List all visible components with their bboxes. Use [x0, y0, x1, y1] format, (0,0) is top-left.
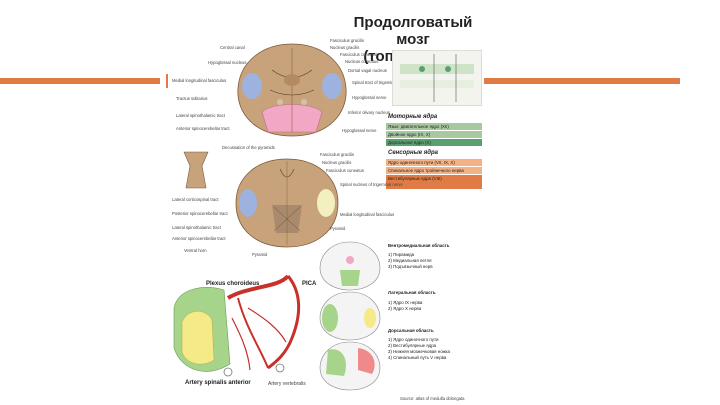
top-label-right-2: Nucleus gracilis — [330, 45, 360, 50]
panel-2-line-1: 1) Ядро IX нерва — [388, 300, 423, 305]
top-label-right-5: Dorsal vagal nucleus — [348, 68, 387, 73]
mid-label-right-1: Fasciculus gracilis — [320, 152, 354, 157]
mid-label-right-3: Fasciculus cuneatus — [326, 168, 364, 173]
mid-label-right-4: Spinal nucleus of trigeminal nerve — [340, 182, 403, 187]
mid-label-left-5: Ventral horn — [184, 248, 207, 253]
top-label-left-5: Lateral spinothalamic tract — [176, 113, 225, 118]
artery-label-spinalis: Artery spinalis anterior — [185, 380, 251, 386]
top-label-right-1: Fasciculus gracilis — [330, 38, 364, 43]
panel-2-heading: Латеральная область — [388, 290, 436, 295]
mid-label-right-2: Nucleus gracilis — [322, 160, 352, 165]
top-label-left-6: Anterior spinocerebellar tract — [176, 126, 230, 131]
legend-motor-title: Моторные ядра — [388, 114, 438, 120]
mid-label-left-1: Lateral corticospinal tract — [172, 197, 219, 202]
artery-diagram — [173, 274, 301, 377]
top-label-left-3: Medial longitudinal fasciculus — [172, 78, 227, 83]
page-title: Продолговатый мозг (топография) — [343, 14, 483, 65]
legend-motor-row-2: Двойное ядро (IX, X) — [386, 131, 482, 138]
legend-sensory-row-2: Спинальное ядро тройничного нерва — [386, 167, 482, 174]
title-line1: Продолговатый мозг — [353, 14, 473, 48]
mid-label-left-3: Lateral spinothalamic tract — [172, 225, 221, 230]
accent-bar-right — [480, 78, 680, 84]
top-label-right-3: Fasciculus cuneatus — [340, 52, 378, 57]
artery-label-pica: PICA — [302, 281, 317, 287]
top-label-right-4: Nucleus cuneatus — [345, 59, 379, 64]
top-label-right-6: Spinal tract of trigeminal nerve — [352, 80, 409, 85]
mini-section-2 — [319, 291, 381, 341]
artery-label-plexus: Plexus choroideus — [206, 281, 260, 287]
mid-label-left-2: Posterior spinocerebellar tract — [172, 211, 228, 216]
legend-sensory-row-3: Вестибулярные ядра (VIII) — [386, 175, 482, 189]
artery-label-vertebralis: Artery vertebralis — [268, 381, 306, 387]
top-label-bottom: Decussation of the pyramids — [222, 145, 275, 150]
mid-label-bottom: Pyramid — [252, 252, 268, 257]
panel-3-line-1: 1) Ядро одиночного пути — [388, 337, 439, 342]
footer-caption: Source: atlas of medulla oblongata — [400, 396, 465, 401]
panel-1-heading: Вентромедиальная область — [388, 243, 450, 248]
inset-diagram — [392, 50, 482, 106]
accent-bar-left — [0, 78, 160, 84]
panel-1-line-3: 3) Подъязычный нерв — [388, 264, 433, 269]
legend-sensory-row-1: Ядро одиночного пути (VII, IX, X) — [386, 159, 482, 166]
legend-motor-row-3: Дорсальное ядро (X) — [386, 139, 482, 146]
panel-3-line-4: 4) Спинальный путь V нерва — [388, 355, 447, 360]
top-label-left-2: Hypoglossal nucleus — [208, 60, 247, 65]
panel-1-line-2: 2) Медиальная петля — [388, 258, 432, 263]
medulla-section-middle — [235, 158, 339, 248]
top-label-right-7: Hypoglossal nerve — [352, 95, 387, 100]
top-label-left-1: Central canal — [220, 45, 245, 50]
panel-3-heading: Дорсальная область — [388, 328, 434, 333]
panel-2-line-2: 2) Ядро X нерва — [388, 306, 422, 311]
panel-1-line-1: 1) Пирамида — [388, 252, 415, 257]
mid-label-left-4: Anterior spinocerebellar tract — [172, 236, 226, 241]
mid-label-right-6: Pyramid — [330, 226, 346, 231]
mini-section-3 — [319, 341, 381, 391]
top-label-left-4: Tractus solitarius — [176, 96, 208, 101]
panel-3-line-3: 3) Нижняя мозжечковая ножка — [388, 349, 450, 354]
legend-sensory-title: Сенсорные ядра — [388, 150, 438, 156]
legend-motor-row-1: Язык: двигательное ядро (XII) — [386, 123, 482, 130]
medulla-section-top — [237, 43, 347, 137]
mid-label-right-5: Medial longitudinal fasciculus — [340, 212, 395, 217]
panel-3-line-2: 2) Вестибулярные ядра — [388, 343, 437, 348]
spinal-fragment — [183, 151, 209, 189]
mini-section-1 — [319, 241, 381, 291]
top-label-right-9: Hypoglossal nerve — [342, 128, 377, 133]
top-label-right-8: Inferior olivary nucleus — [348, 110, 390, 115]
